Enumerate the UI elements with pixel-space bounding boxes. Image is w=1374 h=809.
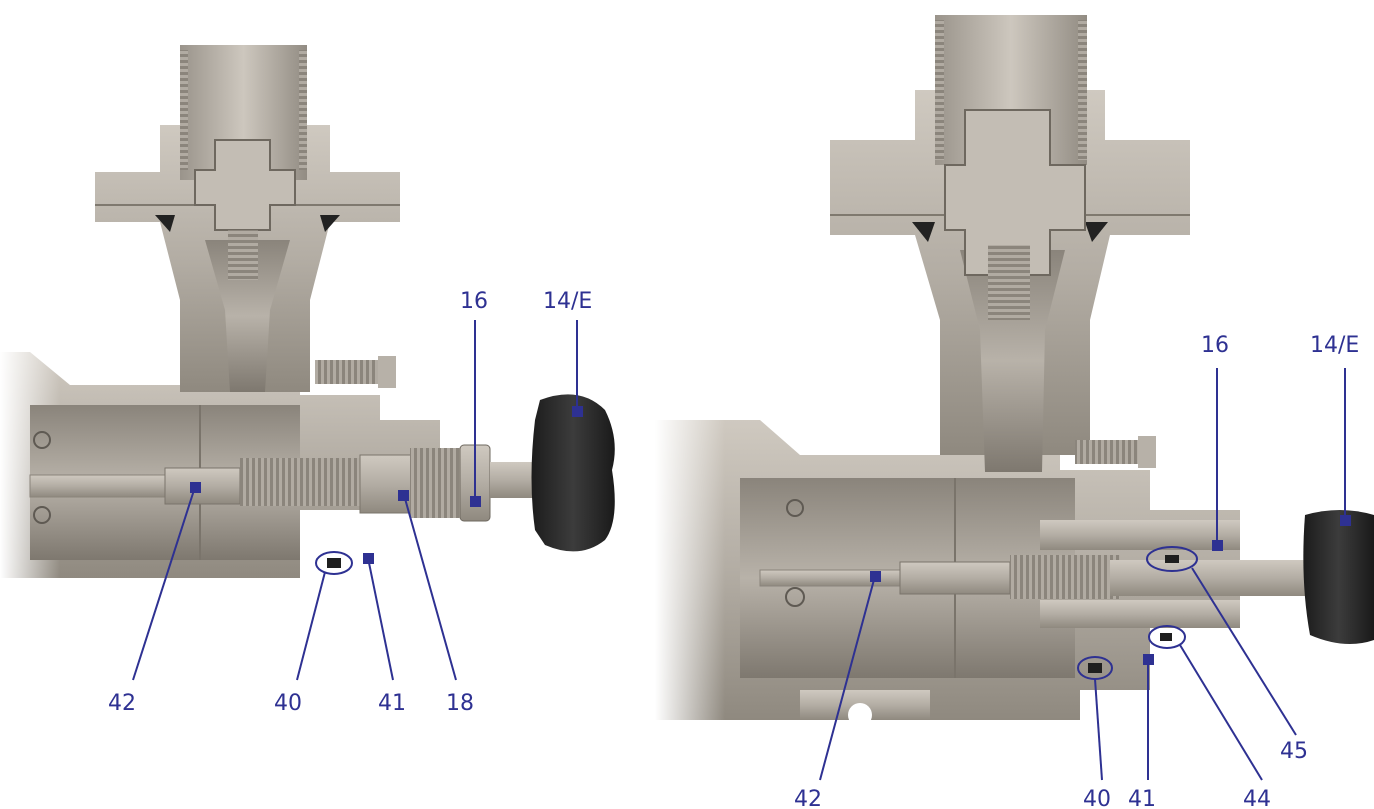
right-labels: 16 14/E 42 40 41 44 45 [794, 333, 1359, 809]
left-valve-illustration [0, 45, 615, 582]
left-leader-lines [132, 320, 578, 681]
left-label-40: 40 [274, 691, 302, 716]
right-label-40: 40 [1083, 787, 1111, 809]
right-leader-lines [819, 368, 1346, 781]
left-labels: 16 14/E 42 40 41 18 [108, 289, 592, 716]
right-valve-illustration [655, 15, 1374, 727]
right-label-44: 44 [1243, 787, 1271, 809]
left-label-18: 18 [446, 691, 474, 716]
left-label-14e: 14/E [543, 289, 592, 314]
right-label-42: 42 [794, 787, 822, 809]
right-label-45: 45 [1280, 739, 1308, 764]
right-label-41: 41 [1128, 787, 1156, 809]
right-label-14e: 14/E [1310, 333, 1359, 358]
right-label-16: 16 [1201, 333, 1229, 358]
left-label-16: 16 [460, 289, 488, 314]
left-label-41: 41 [378, 691, 406, 716]
left-label-42: 42 [108, 691, 136, 716]
